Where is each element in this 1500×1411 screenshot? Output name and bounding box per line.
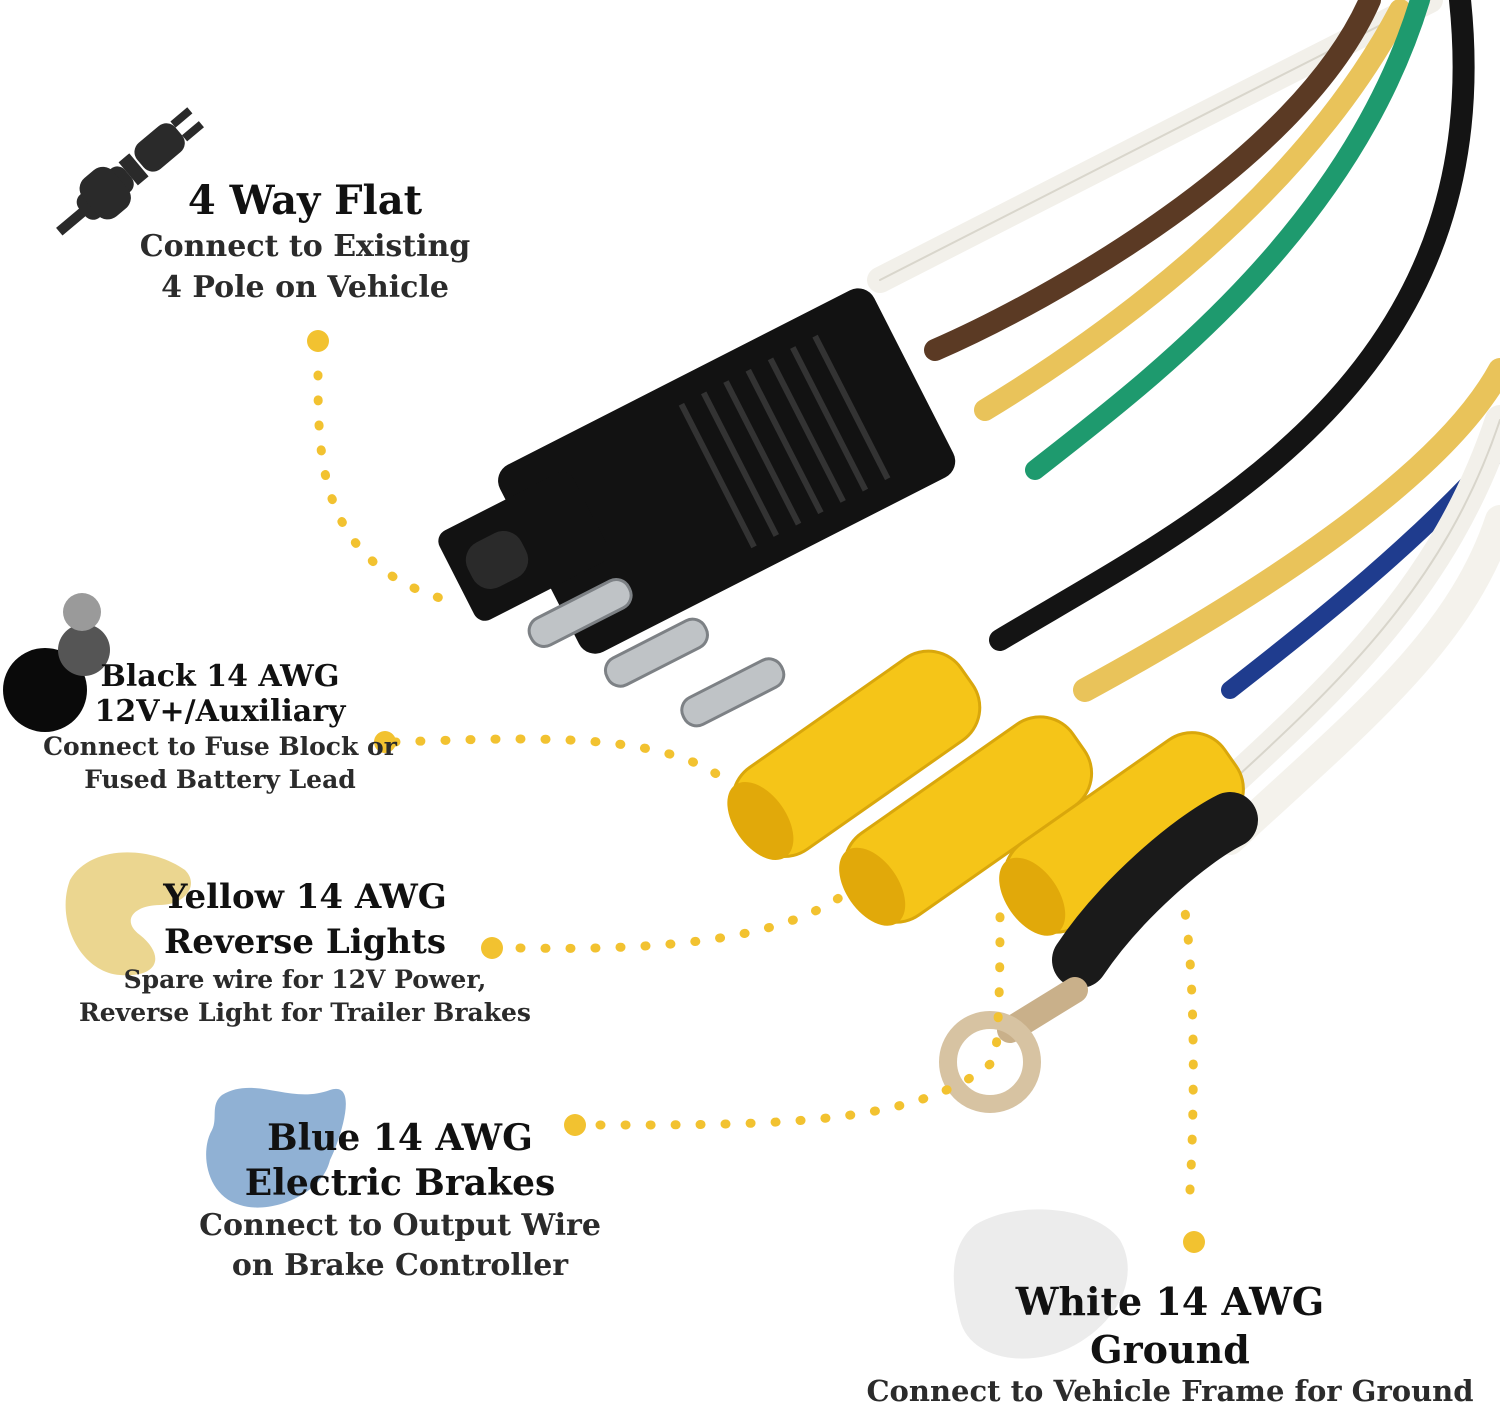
blue-line1: Connect to Output Wire [199, 1207, 601, 1243]
blue-blob-icon [206, 1087, 346, 1208]
blue-line2: on Brake Controller [231, 1248, 569, 1284]
ring-terminal [939, 792, 1258, 1113]
white-title: White 14 AWG [1015, 1279, 1325, 1324]
yellow-line2: Reverse Light for Trailer Brakes [79, 997, 531, 1027]
yellow-blob-icon [65, 852, 191, 976]
black-line2: Fused Battery Lead [84, 764, 356, 794]
label-yellow: Yellow 14 AWG Reverse Lights Spare wire … [50, 877, 560, 1028]
black-blob-icon [3, 593, 110, 732]
black-title: Black 14 AWG [100, 659, 340, 694]
yellow-title2: Reverse Lights [164, 922, 446, 963]
white-line1: Connect to Vehicle Frame for Ground [866, 1374, 1474, 1409]
label-white: White 14 AWG Ground Connect to Vehicle F… [850, 1280, 1490, 1409]
wire-bundle [867, 0, 1500, 855]
white-title2: Ground [1090, 1326, 1250, 1372]
label-four-way: 4 Way Flat Connect to Existing 4 Pole on… [105, 178, 505, 305]
black-line1: Connect to Fuse Block or [43, 732, 397, 761]
yellow-line1: Spare wire for 12V Power, [123, 965, 487, 995]
blue-title2: Electric Brakes [244, 1162, 556, 1205]
yellow-title: Yellow 14 AWG [163, 877, 447, 917]
four-way-line1: Connect to Existing [139, 229, 471, 264]
leader-dots [307, 330, 1205, 1253]
blue-title: Blue 14 AWG [267, 1117, 533, 1159]
four-way-connector [438, 288, 956, 728]
leader-lines [313, 370, 1198, 1195]
four-way-title: 4 Way Flat [187, 177, 423, 224]
plug-icon [56, 107, 204, 236]
butt-connectors [727, 649, 1245, 936]
four-way-line2: 4 Pole on Vehicle [161, 269, 449, 305]
label-black: Black 14 AWG 12V+/Auxiliary Connect to F… [20, 659, 420, 795]
label-blue: Blue 14 AWG Electric Brakes Connect to O… [185, 1117, 615, 1284]
black-title2: 12V+/Auxiliary [94, 693, 346, 729]
white-blob-icon [953, 1209, 1128, 1359]
